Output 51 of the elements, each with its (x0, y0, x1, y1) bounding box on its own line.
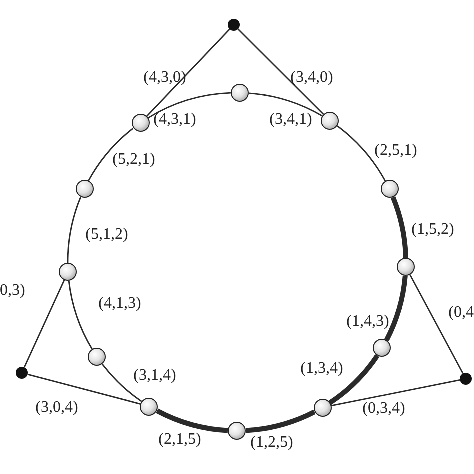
sphere-node (59, 263, 78, 282)
dot-node (460, 373, 472, 385)
connector-line (248, 92, 323, 117)
edge-label: (3,1,4) (134, 368, 176, 384)
sphere-node (230, 84, 249, 102)
connector-line (384, 276, 408, 342)
connector-line (28, 374, 141, 405)
edge-label: (2,5,1) (374, 143, 418, 159)
edge-label: (4,3,0) (144, 70, 186, 86)
sphere-node (132, 114, 150, 132)
edge-label: (4,1,3) (98, 296, 142, 312)
dot-node (228, 19, 240, 31)
edge-label: (2,1,5) (158, 432, 202, 448)
connector-line (67, 196, 82, 264)
edge-label: (0,4 (448, 305, 474, 321)
connector-line (331, 380, 460, 407)
sphere-node (321, 112, 340, 130)
sphere-node (380, 180, 399, 198)
connector-line (156, 408, 228, 434)
edge-label: (1,2,5) (250, 435, 294, 451)
connector-line (336, 126, 386, 182)
connector-line (328, 354, 380, 406)
connector-line (102, 364, 142, 402)
edge-label: (3,4,1) (270, 112, 312, 128)
connector-line (246, 410, 316, 434)
edge-label: (1,5,2) (412, 222, 454, 238)
edge-label: (1,4,3) (346, 314, 390, 330)
connector-line (390, 196, 408, 258)
edge-label: (5,2,1) (112, 152, 156, 168)
connector-line (148, 92, 232, 119)
dot-node (16, 367, 28, 379)
connector-line (238, 28, 324, 116)
sphere-node (314, 398, 332, 417)
sphere-node (396, 258, 415, 276)
connector-line (24, 280, 66, 368)
edge-label: 0,3) (0, 283, 26, 299)
connector-line (88, 128, 134, 182)
sphere-node (373, 339, 392, 358)
sphere-node (88, 348, 106, 366)
edge-label: (1,3,4) (300, 361, 344, 377)
edge-label: (3,4,0) (290, 70, 334, 86)
edge-label: (5,1,2) (86, 227, 128, 243)
connector-line (68, 280, 93, 350)
sphere-node (140, 398, 158, 416)
sphere-node (228, 422, 246, 440)
connector-line (146, 28, 230, 118)
edge-label: (3,0,4) (36, 400, 78, 416)
edge-label: (0,3,4) (362, 401, 406, 417)
sphere-node (76, 180, 94, 198)
edge-label: (4,3,1) (154, 112, 196, 128)
connector-line (410, 274, 464, 374)
